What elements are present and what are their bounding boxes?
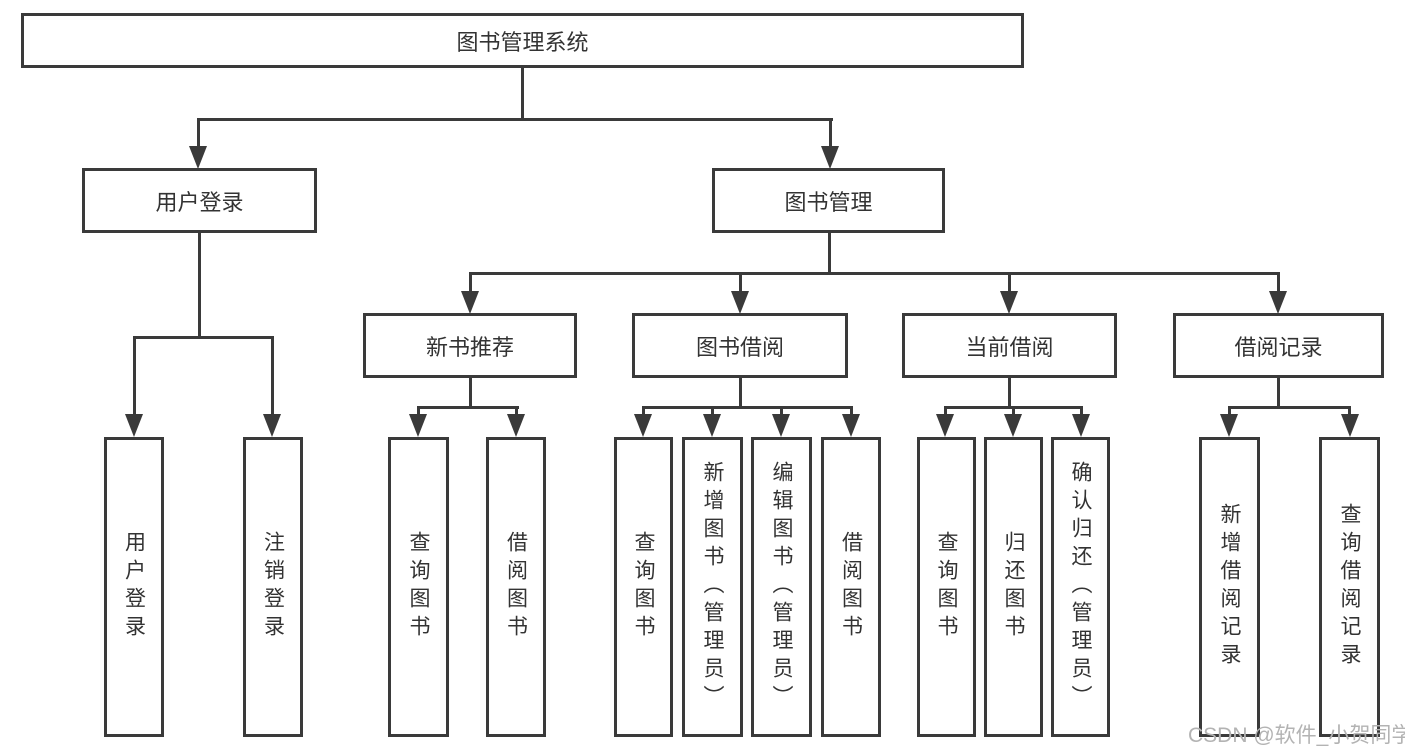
connector-user-login-stem [198, 233, 201, 339]
node-cb-return-books-label: 归还图书 [1002, 531, 1025, 643]
connector-br-query-drop [1348, 406, 1351, 416]
node-new-book-recommend-label: 新书推荐 [425, 334, 514, 360]
node-cb-confirm-return-label: 确认归还（管理员） [1069, 461, 1092, 713]
node-new-book-recommend: 新书推荐 [363, 313, 577, 378]
node-book-management: 图书管理 [712, 168, 945, 233]
connector-bb-edit-drop [780, 406, 783, 416]
node-cb-confirm-return: 确认归还（管理员） [1051, 437, 1110, 737]
arrowhead-user-login-icon [189, 146, 207, 169]
node-current-borrowing: 当前借阅 [902, 313, 1117, 378]
node-book-management-label: 图书管理 [784, 189, 873, 215]
connector-cb-confirm-drop [1080, 406, 1083, 416]
arrowhead-book-mgmt-icon [821, 146, 839, 169]
node-leaf-logout: 注销登录 [243, 437, 303, 737]
node-bb-add-books: 新增图书（管理员） [682, 437, 743, 737]
node-br-query-record-label: 查询借阅记录 [1338, 503, 1361, 671]
node-nb-borrow-books-label: 借阅图书 [504, 531, 528, 643]
connector-level3-bar [469, 272, 1280, 275]
arrowhead-cb-confirm-icon [1072, 414, 1090, 437]
connector-level2-bar [197, 118, 833, 121]
node-borrowing-records: 借阅记录 [1173, 313, 1384, 378]
arrowhead-bb-add-icon [703, 414, 721, 437]
arrowhead-br-add-icon [1220, 414, 1238, 437]
arrowhead-bb-edit-icon [772, 414, 790, 437]
node-user-login-label: 用户登录 [155, 189, 244, 215]
arrowhead-nb-query-icon [409, 414, 427, 437]
connector-bb-query-drop [642, 406, 645, 416]
node-bb-borrow-books-label: 借阅图书 [839, 531, 863, 643]
node-br-query-record: 查询借阅记录 [1319, 437, 1380, 737]
connector-bb-add-drop [711, 406, 714, 416]
connector-user-login-bar [133, 336, 274, 339]
node-nb-query-books: 查询图书 [388, 437, 449, 737]
arrowhead-newbook-icon [461, 291, 479, 314]
connector-book-mgmt-stem [828, 233, 831, 275]
node-root-label: 图书管理系统 [456, 29, 589, 55]
connector-bookborrow-bar [642, 406, 852, 409]
node-bb-add-books-label: 新增图书（管理员） [701, 461, 724, 713]
connector-leaf-logout-drop [271, 336, 274, 416]
node-bb-borrow-books: 借阅图书 [821, 437, 881, 737]
arrowhead-leaf-logout-icon [263, 414, 281, 437]
arrowhead-cb-return-icon [1004, 414, 1022, 437]
connector-br-add-drop [1228, 406, 1231, 416]
node-leaf-user-login-label: 用户登录 [122, 531, 146, 643]
node-leaf-user-login: 用户登录 [104, 437, 164, 737]
node-leaf-logout-label: 注销登录 [261, 531, 285, 643]
connector-bookborrow-drop [739, 272, 742, 293]
node-book-borrowing: 图书借阅 [632, 313, 848, 378]
node-br-add-record: 新增借阅记录 [1199, 437, 1260, 737]
connector-currentborrow-drop [1008, 272, 1011, 293]
connector-cb-return-drop [1012, 406, 1015, 416]
arrowhead-currentborrow-icon [1000, 291, 1018, 314]
connector-user-login-drop [197, 118, 200, 148]
connector-borrowrecords-stem [1277, 378, 1280, 409]
node-bb-query-books: 查询图书 [614, 437, 673, 737]
arrowhead-nb-borrow-icon [507, 414, 525, 437]
connector-newbook-drop [469, 272, 472, 293]
node-borrowing-records-label: 借阅记录 [1234, 334, 1323, 360]
connector-borrowrecords-drop [1277, 272, 1280, 293]
arrowhead-br-query-icon [1341, 414, 1359, 437]
arrowhead-cb-query-icon [936, 414, 954, 437]
node-current-borrowing-label: 当前借阅 [965, 334, 1054, 360]
arrowhead-bb-borrow-icon [842, 414, 860, 437]
connector-nb-query-drop [417, 406, 420, 416]
node-cb-query-books-label: 查询图书 [935, 531, 958, 643]
connector-nb-borrow-drop [515, 406, 518, 416]
node-cb-return-books: 归还图书 [984, 437, 1043, 737]
connector-bb-borrow-drop [850, 406, 853, 416]
node-book-borrowing-label: 图书借阅 [695, 334, 784, 360]
arrowhead-leaf-login-icon [125, 414, 143, 437]
connector-borrowrecords-bar [1228, 406, 1351, 409]
connector-currentborrow-stem [1008, 378, 1011, 409]
watermark: CSDN @软件_小贺同学 [1188, 724, 1405, 747]
arrowhead-bb-query-icon [634, 414, 652, 437]
connector-root-stem [521, 65, 524, 118]
node-bb-edit-books-label: 编辑图书（管理员） [770, 461, 793, 713]
arrowhead-borrowrecords-icon [1269, 291, 1287, 314]
connector-newbook-bar [418, 406, 519, 409]
node-nb-borrow-books: 借阅图书 [486, 437, 546, 737]
arrowhead-bookborrow-icon [731, 291, 749, 314]
node-bb-query-books-label: 查询图书 [632, 531, 655, 643]
node-bb-edit-books: 编辑图书（管理员） [751, 437, 812, 737]
node-br-add-record-label: 新增借阅记录 [1218, 503, 1241, 671]
node-user-login: 用户登录 [82, 168, 317, 233]
connector-leaf-login-drop [133, 336, 136, 416]
node-cb-query-books: 查询图书 [917, 437, 976, 737]
node-nb-query-books-label: 查询图书 [407, 531, 430, 643]
node-root: 图书管理系统 [21, 13, 1024, 68]
connector-cb-query-drop [944, 406, 947, 416]
connector-bookborrow-stem [739, 378, 742, 409]
connector-newbook-stem [469, 378, 472, 409]
connector-book-mgmt-drop [829, 118, 832, 148]
